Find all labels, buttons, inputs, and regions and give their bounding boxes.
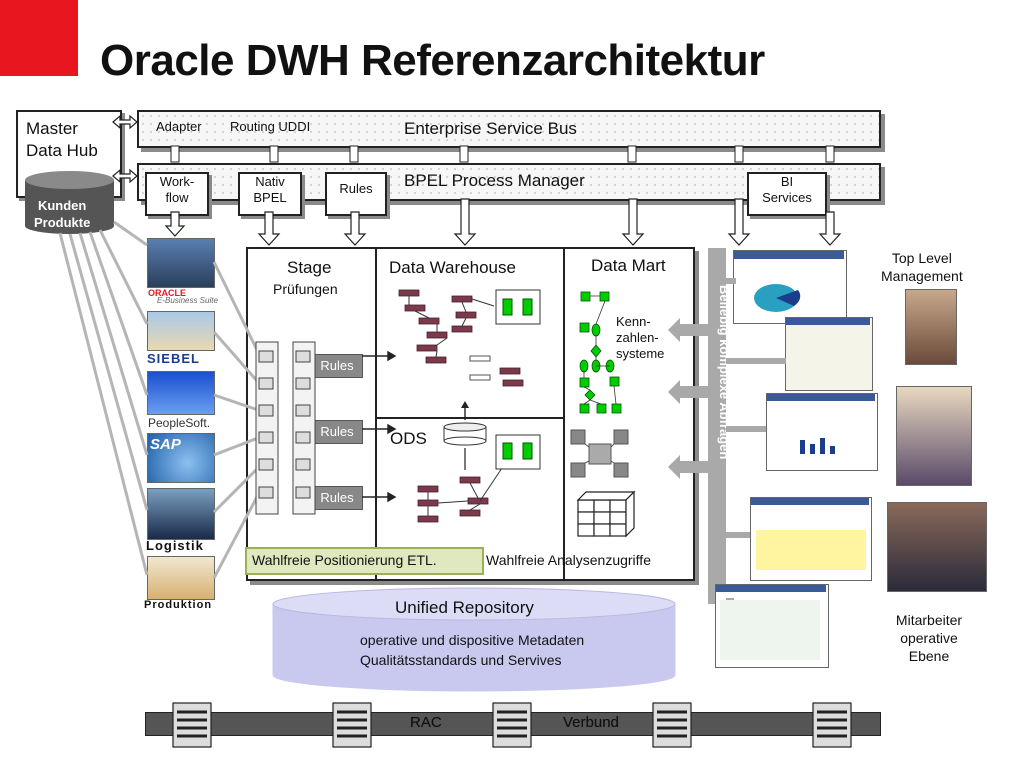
ods-cube[interactable] [495,434,541,470]
source-image-siebel [147,311,215,351]
page-title: Oracle DWH Referenzarchitektur [100,36,765,85]
siebel-logo: SIEBEL [147,351,200,366]
rac-servers[interactable] [172,702,852,748]
server-slots [177,710,847,738]
stage-rules-3[interactable]: Rules [311,486,363,510]
repository-title-top: Unified Repository [395,598,534,617]
stage-arrows [362,350,397,503]
mart-title: Data Mart [591,256,666,275]
sap-logo: SAP [150,436,181,453]
rac-label-top: RAC [410,714,442,731]
report-details [716,251,875,660]
dwh-ods-divider [376,417,563,419]
adapter-label: Adapter [156,119,202,134]
esb-label: Enterprise Service Bus [404,119,577,138]
report-screenshot-2 [785,317,873,391]
bpel-label: BPEL Process Manager [404,171,585,190]
meeting-photo [896,386,972,486]
etl-bar[interactable] [245,547,484,575]
data-warehouse-panel[interactable] [375,247,567,581]
report-screenshot-3 [766,393,878,471]
repository-line-2-top: Qualitätsstandards und Servives [360,652,562,668]
verbund-label-top: Verbund [563,714,619,731]
logistik-logo: Logistik [146,538,204,553]
down-arrows [164,198,842,246]
stage-subtitle: Prüfungen [273,281,338,297]
rules-box-bpel[interactable]: Rules [325,172,387,216]
repository-cylinder[interactable] [272,587,676,692]
kennzahlen-links [583,295,617,405]
mart-star[interactable] [570,429,629,478]
verbund-label: Verbund [563,714,619,731]
stage-queues [255,341,316,515]
top-management-photo [905,289,957,365]
staff-photo [887,502,987,592]
dwh-cube[interactable] [495,289,541,325]
etl-label: Wahlfreie Positionierung ETL. [252,552,437,568]
ods-db[interactable] [443,401,487,470]
query-arrows [668,318,708,479]
dwh-title: Data Warehouse [389,258,516,277]
kennzahlen-label: Kenn-zahlen-systeme [616,314,665,361]
source-lines [58,220,260,579]
oracle-logo: ORACLE [148,288,186,298]
query-bar [708,248,726,604]
ods-title: ODS [390,429,427,448]
produktion-logo: Produktion [144,599,213,611]
rac-label: RAC [410,714,442,731]
mart-olap-cube[interactable] [576,490,636,538]
source-image-sap [147,433,215,483]
source-image-produktion [147,556,215,600]
enterprise-service-bus[interactable] [137,110,881,148]
source-image-logistik [147,488,215,540]
stage-title: Stage [287,258,332,277]
dwh-links [408,296,511,516]
query-bar-label: Beliebig komplexe Abfragen [717,285,732,460]
dwh-tables [398,289,524,523]
hub-connectors [112,114,138,184]
peoplesoft-logo: PeopleSoft. [148,416,211,430]
routing-label: Routing UDDI [230,119,311,134]
stage-rules-2[interactable]: Rules [311,420,363,444]
source-image-peoplesoft [147,371,215,415]
ebs-logo: E-Business Suite [157,296,218,305]
repository-line-1-top: operative und dispositive Metadaten [360,632,585,648]
kunden-produkte-db[interactable] [25,171,114,234]
brand-square [0,0,78,76]
dwh-small-boxes [469,355,491,381]
analysis-label: Wahlfreie Analysenzugriffe [486,552,651,568]
bus-stubs [170,145,835,163]
